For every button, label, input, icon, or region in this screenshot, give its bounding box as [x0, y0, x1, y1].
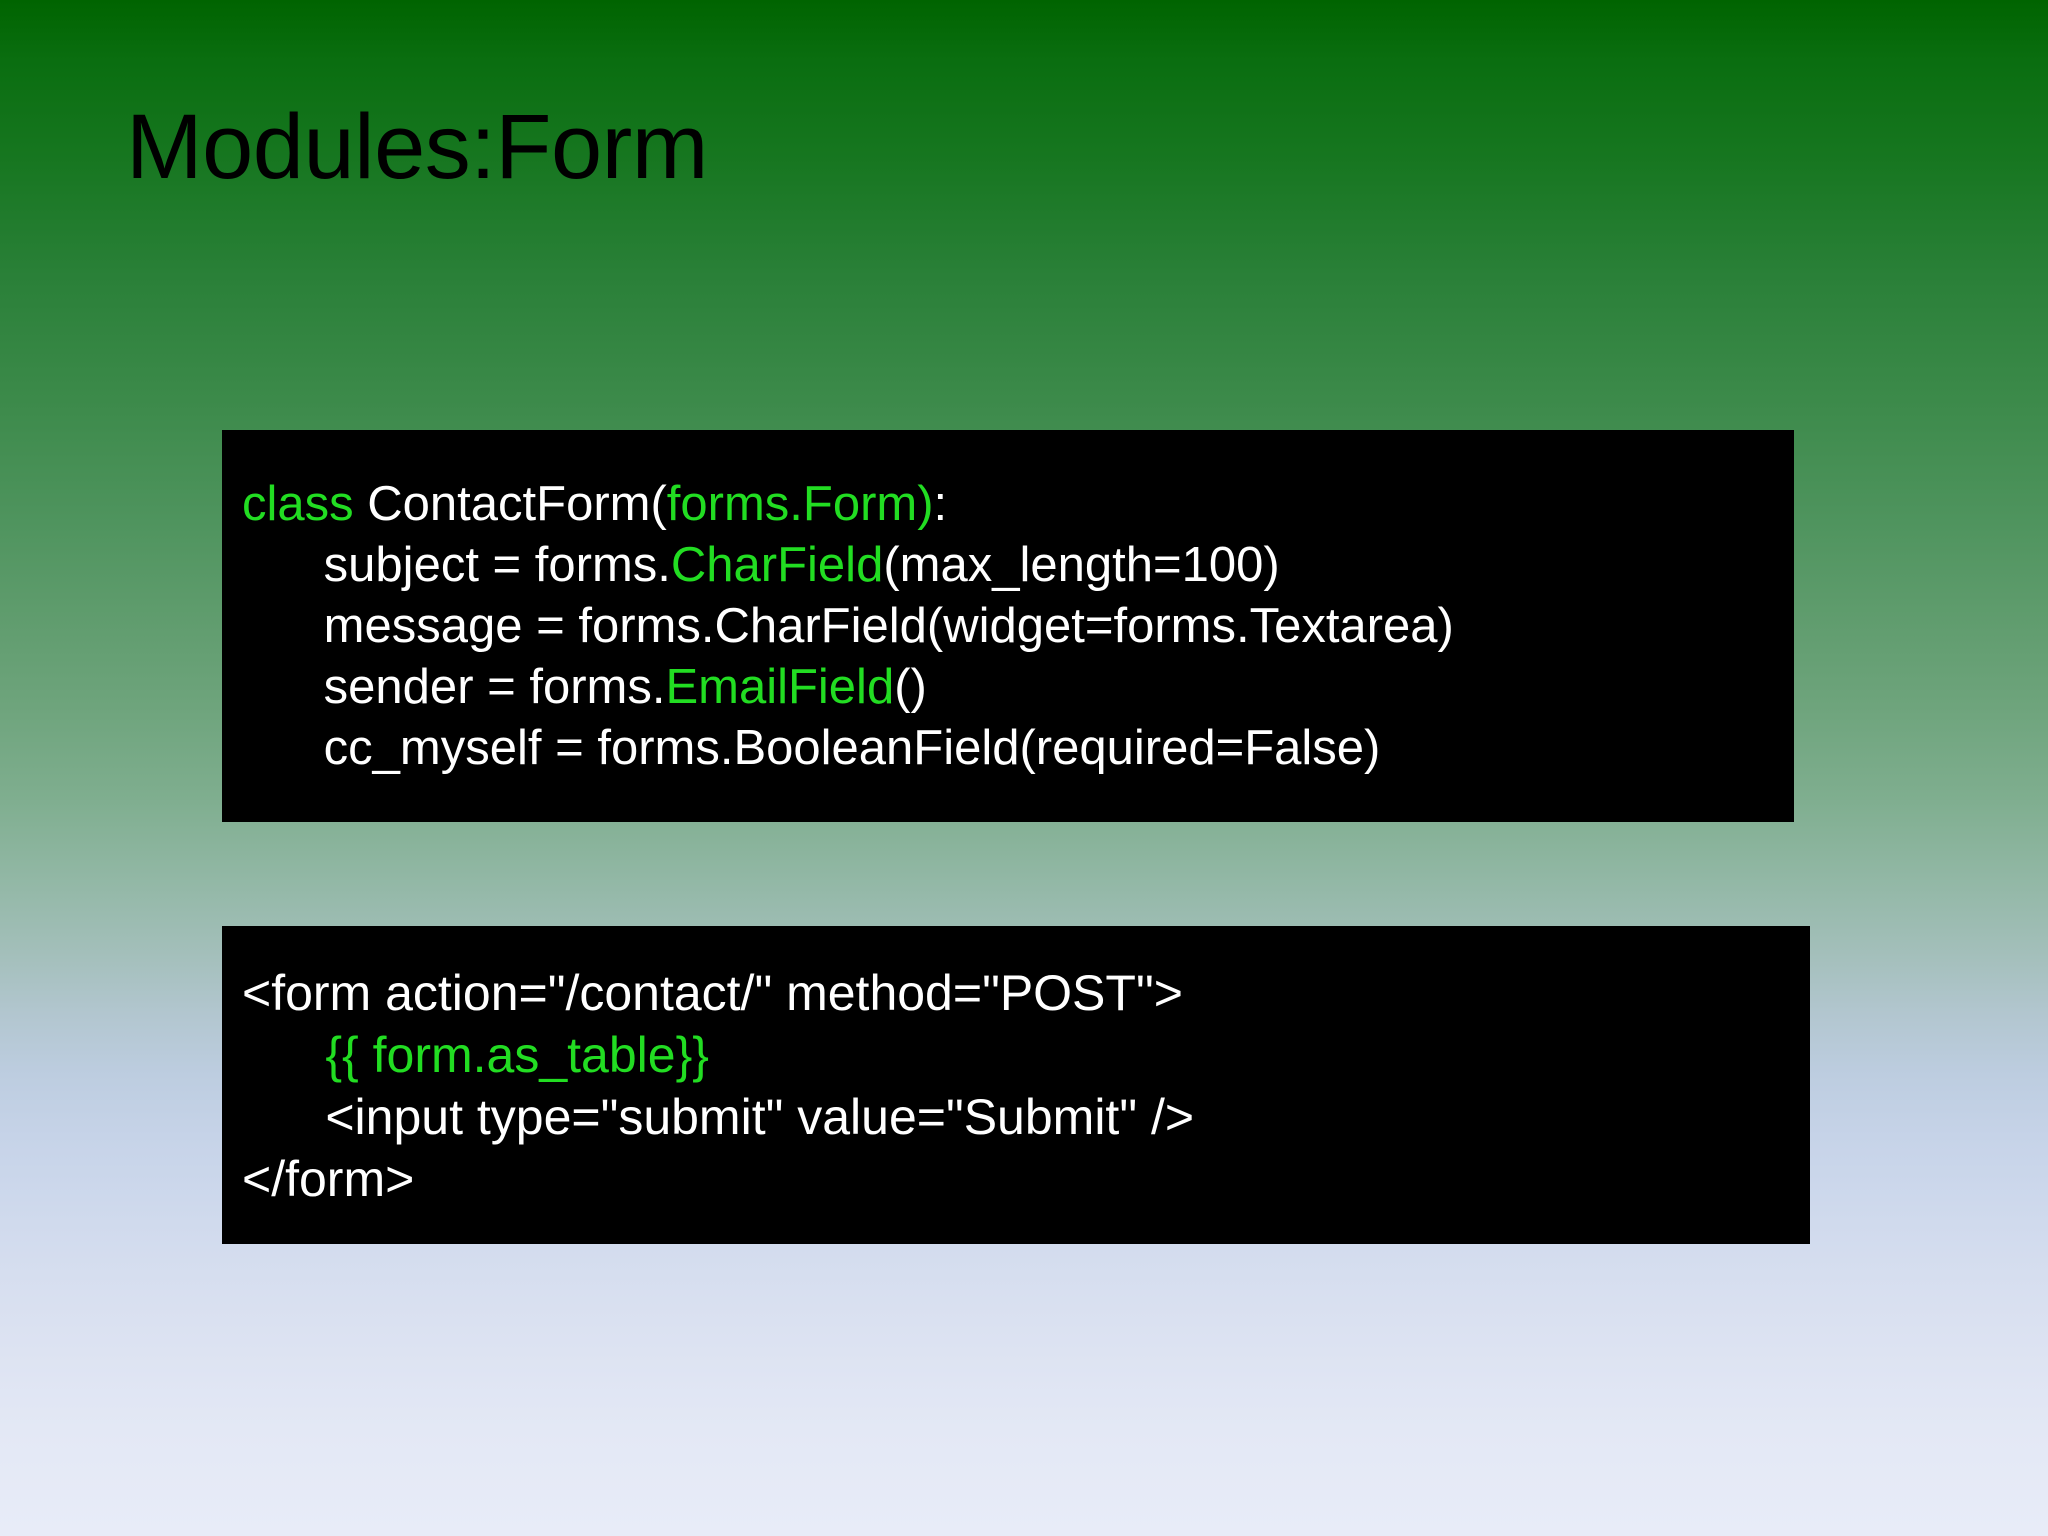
code-token: (): [894, 660, 927, 714]
code-token-highlight: class: [242, 477, 368, 531]
code-line: message = forms.CharField(widget=forms.T…: [242, 596, 1794, 657]
code-token: </form>: [242, 1151, 415, 1207]
code-token: message = forms.CharField(widget=forms.T…: [242, 599, 1454, 653]
code-line: subject = forms.CharField(max_length=100…: [242, 535, 1794, 596]
code-token: <input type="submit" value="Submit" />: [242, 1089, 1195, 1145]
code-line: cc_myself = forms.BooleanField(required=…: [242, 718, 1794, 779]
page-title: Modules:Form: [126, 96, 708, 198]
code-token: :: [933, 477, 948, 531]
code-token: <form action="/contact/" method="POST">: [242, 965, 1183, 1021]
code-block-python-form: class ContactForm(forms.Form): subject =…: [222, 430, 1794, 822]
code-line: <form action="/contact/" method="POST">: [242, 962, 1810, 1024]
code-token: sender = forms.: [242, 660, 666, 714]
code-token-highlight: {{ form.as_table}}: [242, 1027, 709, 1083]
code-token-highlight: forms.Form): [666, 477, 934, 531]
code-line: sender = forms.EmailField(): [242, 657, 1794, 718]
code-line: <input type="submit" value="Submit" />: [242, 1086, 1810, 1148]
code-line: {{ form.as_table}}: [242, 1024, 1810, 1086]
code-token: (max_length=100): [883, 538, 1280, 592]
code-block-html-template: <form action="/contact/" method="POST"> …: [222, 926, 1810, 1244]
code-token: cc_myself = forms.BooleanField(required=…: [242, 721, 1381, 775]
code-token-highlight: CharField: [670, 538, 884, 592]
code-token: ContactForm(: [367, 477, 667, 531]
code-token: subject = forms.: [242, 538, 671, 592]
code-line: class ContactForm(forms.Form):: [242, 474, 1794, 535]
code-line: </form>: [242, 1148, 1810, 1210]
code-token-highlight: EmailField: [665, 660, 895, 714]
